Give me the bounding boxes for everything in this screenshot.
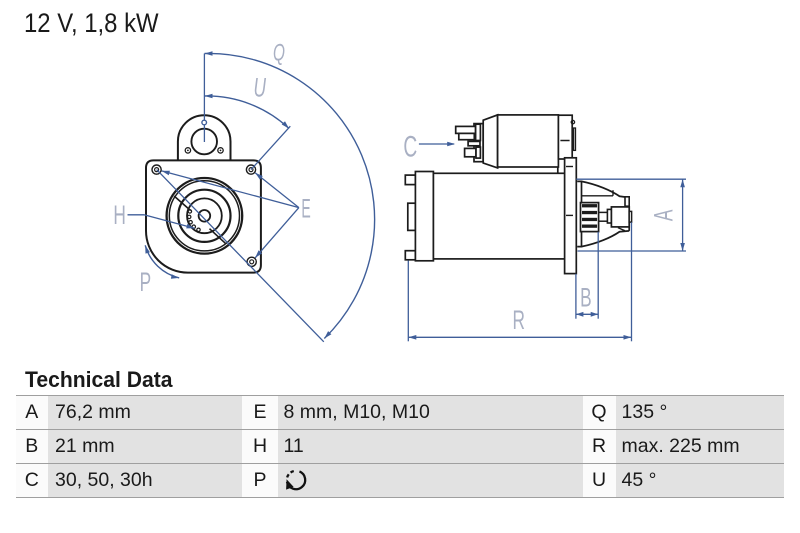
svg-text:Q: Q xyxy=(273,40,285,66)
svg-text:P: P xyxy=(140,266,152,297)
svg-text:A: A xyxy=(648,209,679,221)
svg-text:R: R xyxy=(512,304,524,335)
svg-text:H: H xyxy=(113,199,125,230)
svg-text:E: E xyxy=(301,194,310,224)
svg-text:C: C xyxy=(403,130,417,163)
svg-text:U: U xyxy=(254,71,267,102)
svg-text:B: B xyxy=(580,282,592,313)
